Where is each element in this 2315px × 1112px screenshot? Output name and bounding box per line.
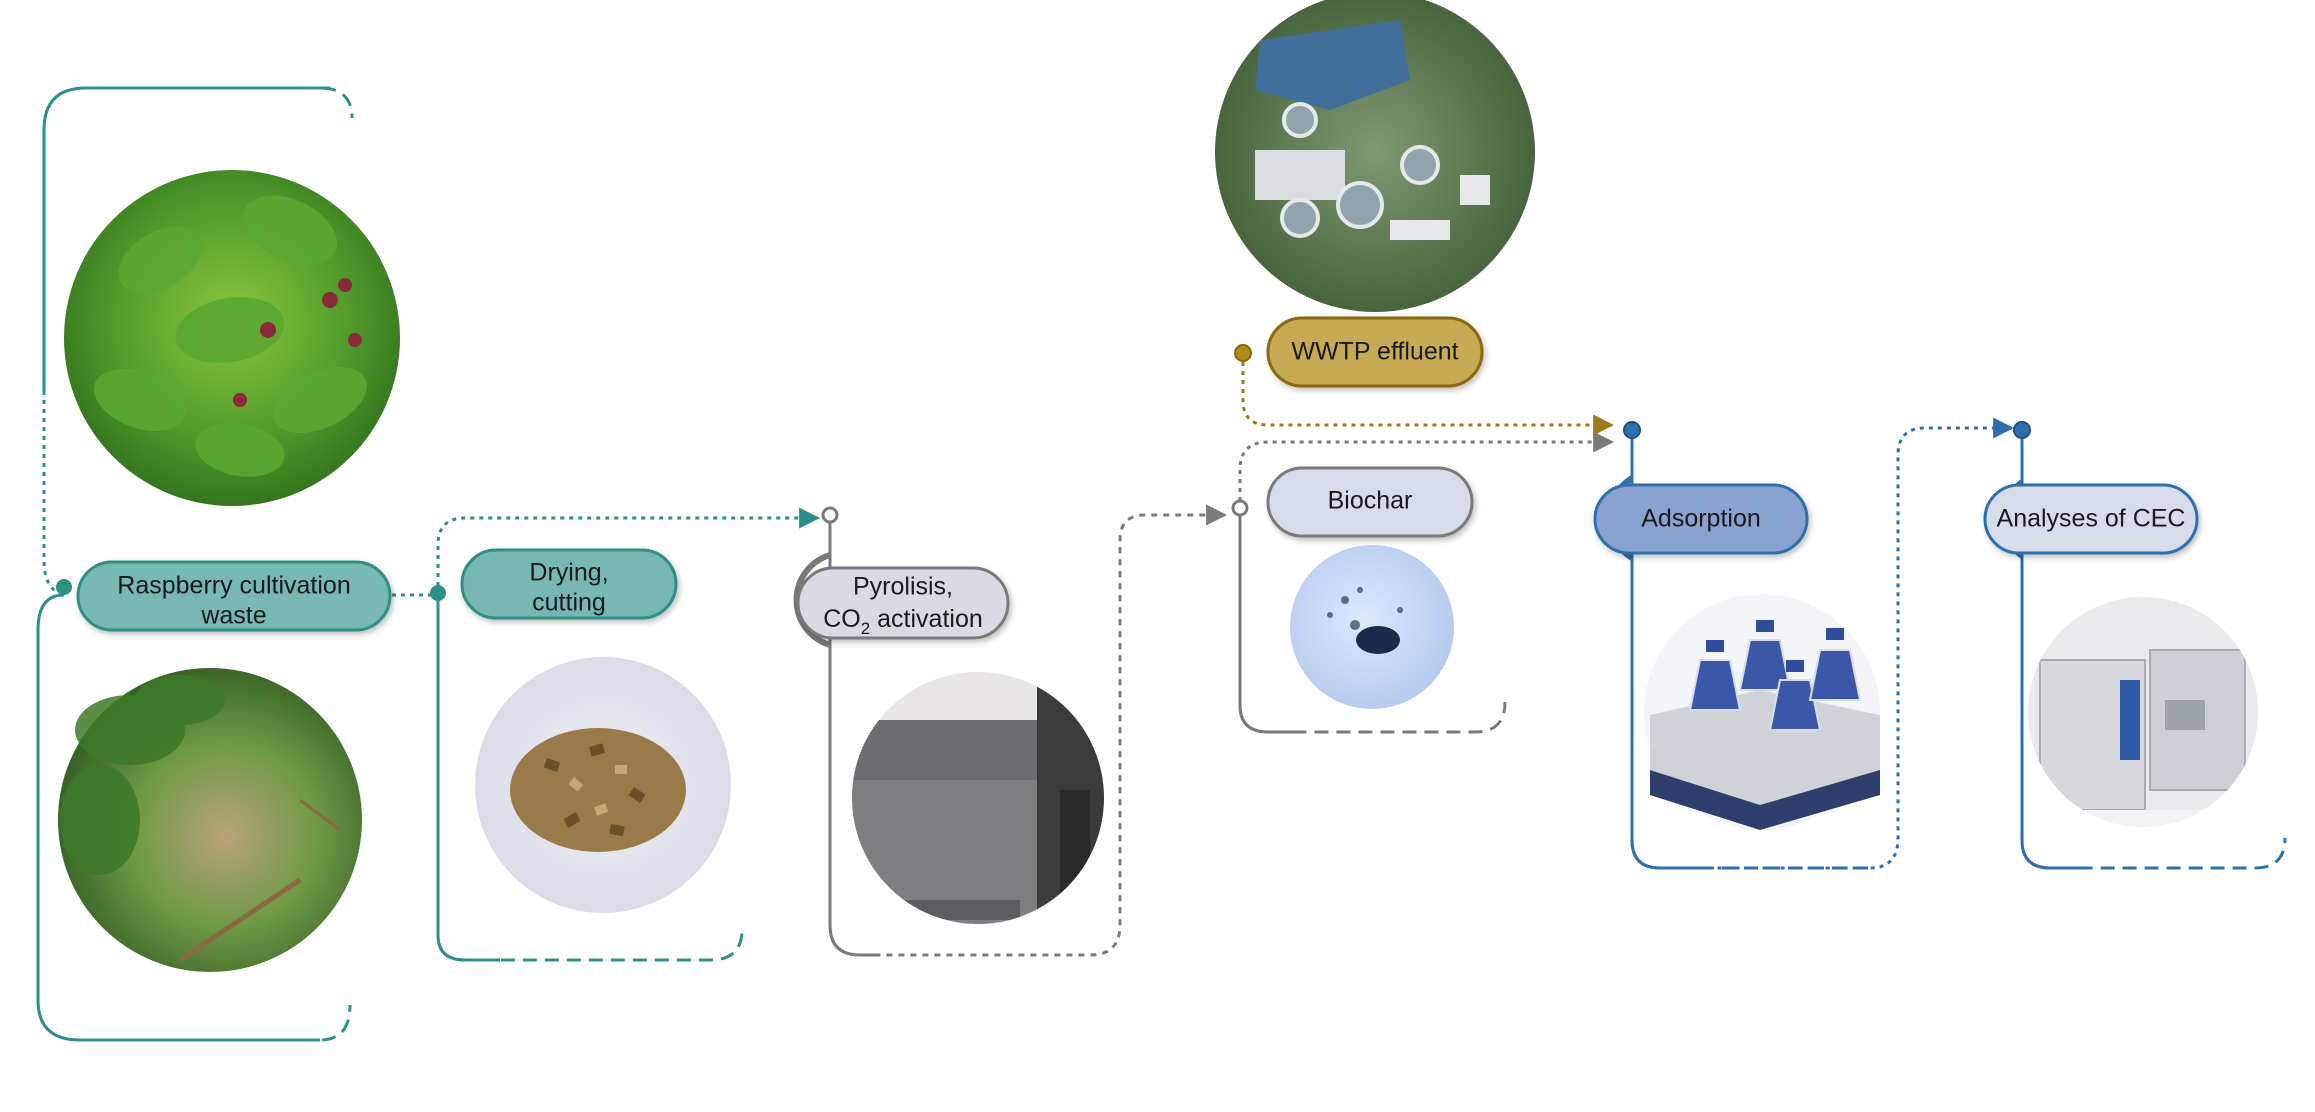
shaker-flasks-photo [1644, 594, 1880, 830]
wwtp-to-adsorption [1241, 353, 1615, 436]
pyrolysis-dot [821, 506, 839, 524]
junction-dots [56, 344, 2031, 601]
connectors [36, 86, 2287, 1042]
biochar-powder-photo [1290, 545, 1454, 709]
raspberry-plant-photo [64, 170, 400, 506]
drying-label-line1: Drying, [529, 559, 608, 587]
pyrolysis-label-line2: CO2 activation [823, 605, 983, 638]
cec-label: Analyses of CEC [1997, 505, 2186, 533]
analyzer-instrument-photo [2028, 597, 2258, 827]
wood-chips-photo [475, 657, 731, 913]
node-cec: Analyses of CEC [1983, 483, 2199, 555]
pyrolysis-cradle [793, 552, 831, 648]
raspberry-bottom-bracket [36, 593, 320, 1042]
drying-dot [430, 585, 446, 601]
field-waste-photo [58, 668, 362, 972]
biochar-bracket-solid [1238, 510, 1300, 734]
adsorption-dot [1623, 421, 1641, 439]
raspberry-top-bracket [42, 86, 330, 395]
drying-bracket-solid [436, 595, 500, 962]
adsorption-bracket [1630, 417, 2015, 870]
node-raspberry: Raspberry cultivation waste [76, 560, 392, 632]
raspberry-dotted-down [42, 400, 65, 597]
adsorption-label: Adsorption [1641, 505, 1761, 533]
adsorption-bracket-solid [1630, 430, 1700, 870]
biochar-dot [1231, 499, 1249, 517]
pyrolysis-bracket-solid [828, 520, 880, 957]
drying-label-line2: cutting [532, 589, 606, 617]
node-wwtp: WWTP effluent [1266, 316, 1484, 388]
node-biochar: Biochar [1266, 466, 1474, 538]
pyrolysis-label-line1: Pyrolisis, [853, 573, 953, 601]
raspberry-top-bracket-tail [102, 86, 354, 119]
node-pyrolysis: Pyrolisis, CO2 activation [796, 566, 1010, 640]
raspberry-label-line1: Raspberry cultivation [117, 572, 350, 600]
node-adsorption: Adsorption [1593, 483, 1809, 555]
cec-dot [2013, 421, 2031, 439]
furnace-photo [852, 672, 1104, 924]
cec-bracket-solid [2020, 430, 2080, 870]
raspberry-label-line2: waste [200, 602, 266, 630]
node-drying: Drying, cutting [460, 548, 678, 620]
biochar-label: Biochar [1328, 487, 1413, 515]
wwtp-aerial-photo [1215, 0, 1535, 312]
wwtp-dot [1234, 344, 1252, 362]
drying-to-pyrolysis [436, 507, 821, 595]
raspberry-bottom-bracket-tail [190, 1004, 352, 1042]
raspberry-dot [56, 579, 72, 595]
wwtp-label: WWTP effluent [1291, 338, 1458, 366]
